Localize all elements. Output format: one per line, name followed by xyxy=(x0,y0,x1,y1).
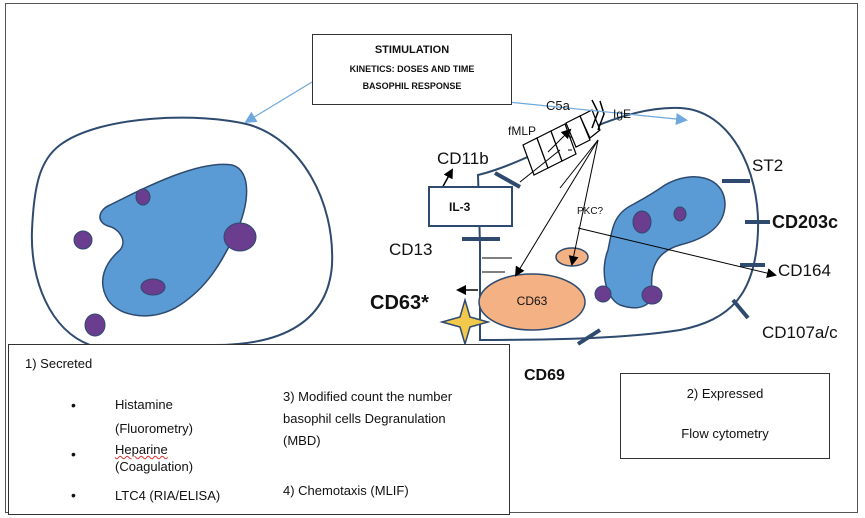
secreted-item-name: LTC4 (RIA/ELISA) xyxy=(115,488,221,503)
mbd-line1: 3) Modified count the number xyxy=(283,389,453,404)
expressed-heading: 2) Expressed xyxy=(686,386,764,401)
granule xyxy=(641,285,663,305)
cd63-vesicle xyxy=(478,273,586,331)
resting-cell-nucleus xyxy=(99,163,248,317)
stimulation-title: STIMULATION xyxy=(374,44,450,56)
granule xyxy=(594,285,612,303)
cd69-label: CD69 xyxy=(524,367,565,384)
c5a-receptor xyxy=(565,109,601,148)
expressed-method: Flow cytometry xyxy=(681,426,769,441)
arrow-to-receptor xyxy=(547,128,572,153)
arrow-receptor-to-pkc xyxy=(568,139,599,266)
mbd-line3: (MBD) xyxy=(283,433,321,448)
st2-label: ST2 xyxy=(752,156,784,175)
pkc-label: PKC? xyxy=(577,206,604,217)
cd63-vesicle-label: CD63 xyxy=(516,294,548,308)
cd107-label: CD107a/c xyxy=(762,323,838,342)
il3-label: IL-3 xyxy=(449,200,471,214)
ige-receptor xyxy=(591,99,605,131)
granule xyxy=(223,222,257,252)
bullet-icon: • xyxy=(71,487,76,503)
fmlp-label: fMLP xyxy=(508,124,537,138)
granule xyxy=(632,210,652,234)
cd63-star-label: CD63* xyxy=(370,292,429,314)
ige-label: IgE xyxy=(613,107,632,121)
secreted-item-name: Histamine xyxy=(115,397,173,412)
stimulation-box: STIMULATION KINETICS: DOSES AND TIME BAS… xyxy=(312,34,512,105)
secreted-heading: 1) Secreted xyxy=(25,356,93,371)
arrow-receptor-to-cd63 xyxy=(514,139,599,277)
line-receptor-to-cd11b xyxy=(519,149,561,183)
bullet-icon: • xyxy=(71,446,76,462)
arrow-pkc-to-cd164 xyxy=(577,227,777,279)
secreted-item-name: Heparine xyxy=(115,442,168,457)
cd164-label: CD164 xyxy=(778,261,831,280)
stimulation-line2: BASOPHIL RESPONSE xyxy=(362,81,462,91)
granule xyxy=(140,278,166,296)
cd107-marker xyxy=(731,298,750,320)
secreted-item-method: (Fluorometry) xyxy=(115,421,194,436)
fmlp-receptor xyxy=(522,123,577,176)
cd11b-label: CD11b xyxy=(437,149,489,168)
cd69-marker xyxy=(576,328,602,346)
il3-box: IL-3 xyxy=(428,186,513,227)
chemotaxis-label: 4) Chemotaxis (MLIF) xyxy=(283,483,409,498)
c5a-label: C5a xyxy=(546,98,570,113)
secreted-item-method: (Coagulation) xyxy=(115,459,194,474)
line-receptor-to-cd11b-2 xyxy=(559,139,599,189)
granule xyxy=(135,188,151,206)
stimulation-arrow-left xyxy=(244,81,313,124)
expressed-box: 2) Expressed Flow cytometry xyxy=(620,373,830,459)
granule xyxy=(673,206,687,222)
secreted-box: 1) Secreted • Histamine (Fluorometry) • … xyxy=(8,344,510,515)
cd11b-marker xyxy=(494,171,521,189)
bullet-icon: • xyxy=(71,397,76,413)
mbd-line2: basophil cells Degranulation xyxy=(283,411,446,426)
stimulation-arrow-right xyxy=(507,101,688,125)
cd203c-label: CD203c xyxy=(772,212,839,232)
cd13-label: CD13 xyxy=(389,240,433,259)
granule xyxy=(73,230,93,250)
stimulation-line1: KINETICS: DOSES AND TIME xyxy=(349,64,475,74)
granule xyxy=(84,313,106,337)
